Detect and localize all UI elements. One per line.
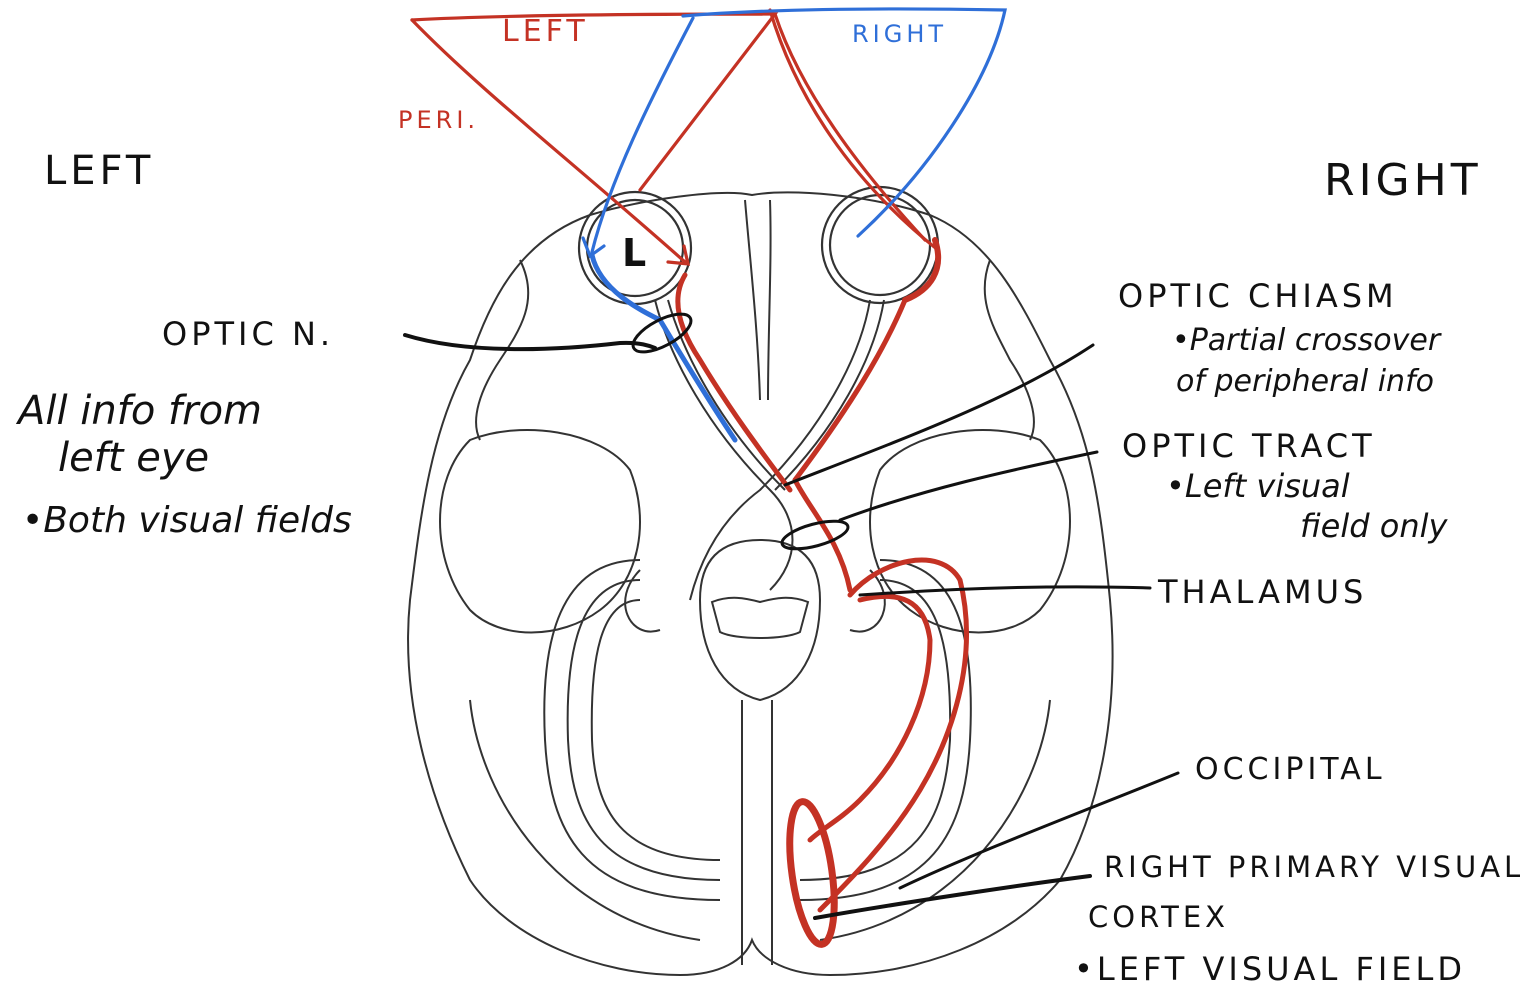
primary-visual-cortex-title-2: CORTEX: [1088, 900, 1230, 934]
left-field-ray-to-right-eye: [773, 12, 927, 242]
frontal-gyri-right: [983, 259, 1035, 441]
occipital-arc-left-inner: [590, 599, 721, 861]
side-label-right: RIGHT: [1324, 155, 1482, 206]
occipital-arc-right-outer: [799, 559, 972, 901]
right-optic-nerve-outline: [689, 299, 871, 601]
field-label-periphery: PERI.: [398, 106, 480, 134]
optic-tract-bullet-1: Left visual: [1166, 469, 1350, 504]
optic-nerve-note-1: All info from: [18, 388, 263, 434]
optic-nerve-pointer: [403, 333, 657, 352]
red-optic-tract: [792, 477, 853, 593]
field-label-right: RIGHT: [852, 20, 948, 48]
brainstem: [698, 538, 822, 702]
thalamus-label: THALAMUS: [1158, 573, 1368, 611]
temporal-lobe-left: [439, 429, 641, 634]
left-field-boundary: [410, 12, 779, 192]
pointer-lines: [403, 312, 1180, 920]
optic-chiasm-title: OPTIC CHIASM: [1118, 277, 1398, 315]
midbrain-detail: [710, 596, 810, 639]
occipital-pointer: [898, 771, 1180, 890]
optic-chiasm-bullet-1: Partial crossover: [1172, 325, 1441, 357]
left-optic-nerve-outline: [654, 299, 794, 591]
frontal-gyri-left: [475, 259, 530, 441]
optic-nerve-note-2: left eye: [58, 435, 210, 481]
left-field-arrowhead: [666, 244, 691, 266]
optic-tract-bullet-2: field only: [1300, 507, 1448, 545]
occipital-arc-left-mid: [566, 579, 721, 881]
visual-field-lines: [410, 7, 1007, 266]
red-radiation-outer: [817, 557, 969, 913]
optic-tract-title: OPTIC TRACT: [1122, 427, 1376, 465]
brain-contour: [407, 191, 1114, 977]
optic-tract-marker: [780, 519, 850, 551]
lower-lobe-right: [819, 699, 1051, 941]
left-field-ray-to-right-eye-2: [768, 8, 940, 252]
cortex-pointer: [813, 874, 1092, 920]
optic-chiasm-bullet-2: of peripheral info: [1176, 364, 1434, 399]
thalamus-pointer: [858, 585, 1152, 597]
eye-letter: L: [622, 231, 647, 275]
left-field-ray-periphery: [410, 18, 687, 264]
longitudinal-fissure: [744, 199, 761, 401]
red-primary-visual-cortex: [786, 798, 838, 948]
right-field-boundary: [681, 7, 1007, 238]
optic-nerve-bullet: Both visual fields: [22, 502, 352, 540]
right-eyeball: [820, 185, 940, 305]
temporal-lobe-right: [869, 429, 1071, 634]
red-pathway: [675, 237, 969, 948]
optic-pathways-outline: [624, 299, 886, 633]
optic-tract-pointer: [838, 450, 1099, 522]
field-label-left: LEFT: [502, 14, 589, 49]
primary-visual-cortex-bullet: LEFT VISUAL FIELD: [1074, 952, 1466, 987]
right-field-ray-to-left-eye: [590, 16, 695, 254]
optic-nerve-title: OPTIC N.: [162, 315, 335, 353]
red-radiation-inner: [807, 593, 933, 843]
right-optic-nerve-outline-2: [774, 299, 885, 491]
occipital-arc-left-outer: [543, 559, 721, 901]
red-left-optic-nerve: [675, 272, 793, 493]
lateral-geniculate-left: [624, 569, 661, 633]
brain-outline: [407, 191, 1114, 977]
side-label-left: LEFT: [44, 148, 155, 194]
primary-visual-cortex-title-1: RIGHT PRIMARY VISUAL: [1104, 850, 1521, 884]
occipital-arc-right-mid: [799, 579, 952, 881]
lateral-geniculate-right: [849, 569, 886, 633]
longitudinal-fissure-2: [767, 199, 772, 401]
right-eyeball-inner: [828, 193, 932, 297]
left-optic-nerve-outline-2: [667, 299, 786, 491]
red-right-optic-nerve: [792, 297, 908, 483]
optic-chiasm-pointer: [783, 343, 1095, 487]
optic-nerve-marker: [631, 312, 693, 354]
lower-lobe-left: [469, 699, 701, 941]
red-right-eye-arc: [902, 237, 942, 303]
occipital-label: OCCIPITAL: [1195, 752, 1386, 787]
